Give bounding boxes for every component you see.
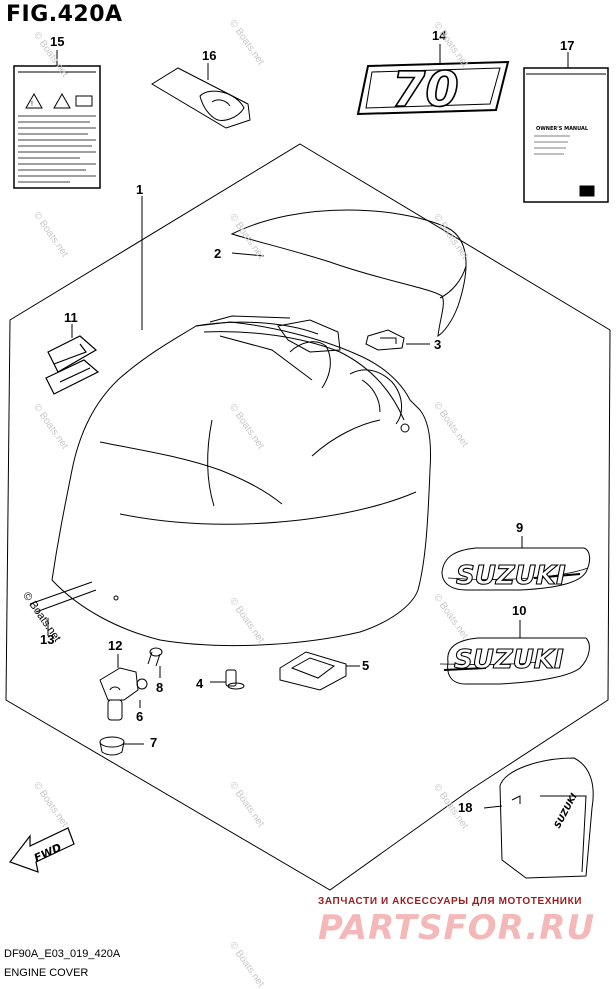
- callout-2: 2: [214, 246, 222, 261]
- banner-logo: PARTSFOR.RU: [318, 908, 596, 948]
- callout-8: 8: [156, 680, 164, 695]
- figure-code: DF90A_E03_019_420A: [4, 948, 121, 960]
- callout-15: 15: [50, 34, 65, 49]
- pin-part-13: [29, 581, 119, 613]
- manual-title-text: OWNER'S MANUAL: [536, 126, 589, 132]
- callout-3: 3: [434, 337, 442, 352]
- latch-part-12: [99, 667, 148, 721]
- callout-4: 4: [196, 676, 204, 691]
- emblem-part-11: [45, 335, 100, 395]
- cover-bag-part-18: [499, 757, 594, 879]
- svg-text:!: !: [31, 101, 33, 108]
- callout-9: 9: [516, 520, 524, 535]
- top-pad-part-2: [230, 209, 467, 338]
- assembly-frame: [5, 143, 611, 891]
- figure-title: FIG.420A: [6, 2, 123, 27]
- callout-10: 10: [512, 603, 527, 618]
- suzuki-decal-part-10: [439, 637, 590, 685]
- bolt-part-8: [147, 647, 163, 667]
- callout-5: 5: [362, 658, 370, 673]
- engine-cover-part-1: [51, 315, 431, 647]
- callout-11: 11: [64, 310, 78, 325]
- screw-part-4: [225, 669, 245, 690]
- brand-decal-text-2: SUZUKI: [454, 645, 564, 675]
- callout-7: 7: [150, 735, 158, 750]
- callout-14: 14: [432, 28, 447, 43]
- warning-label-part-15: !: [13, 65, 101, 189]
- suzuki-decal-part-9: [441, 547, 591, 591]
- bag-brand-text: SUZUKI: [553, 791, 580, 830]
- banner-caption: ЗАПЧАСТИ И АКСЕССУАРЫ ДЛЯ МОТОТЕХНИКИ: [318, 896, 583, 907]
- model-decal-text: 70: [392, 62, 459, 118]
- bracket-part-3: [365, 329, 405, 351]
- rubber-foot-part-7: [99, 736, 125, 756]
- pouch-part-16: [151, 67, 251, 129]
- figure-name: ENGINE COVER: [4, 967, 89, 979]
- callout-1: 1: [136, 182, 144, 197]
- callout-16: 16: [202, 48, 217, 63]
- forward-arrow: [9, 827, 75, 873]
- callout-13: 13: [40, 632, 55, 647]
- grommet-part-5: [279, 651, 347, 691]
- brand-decal-text-1: SUZUKI: [456, 561, 566, 591]
- callout-18: 18: [458, 800, 473, 815]
- callout-6: 6: [136, 709, 144, 724]
- model-decal-part-14: [356, 60, 510, 116]
- fwd-text: FWD: [32, 841, 64, 865]
- owners-manual-part-17: [523, 67, 609, 203]
- callout-12: 12: [108, 638, 123, 653]
- callout-17: 17: [560, 38, 575, 53]
